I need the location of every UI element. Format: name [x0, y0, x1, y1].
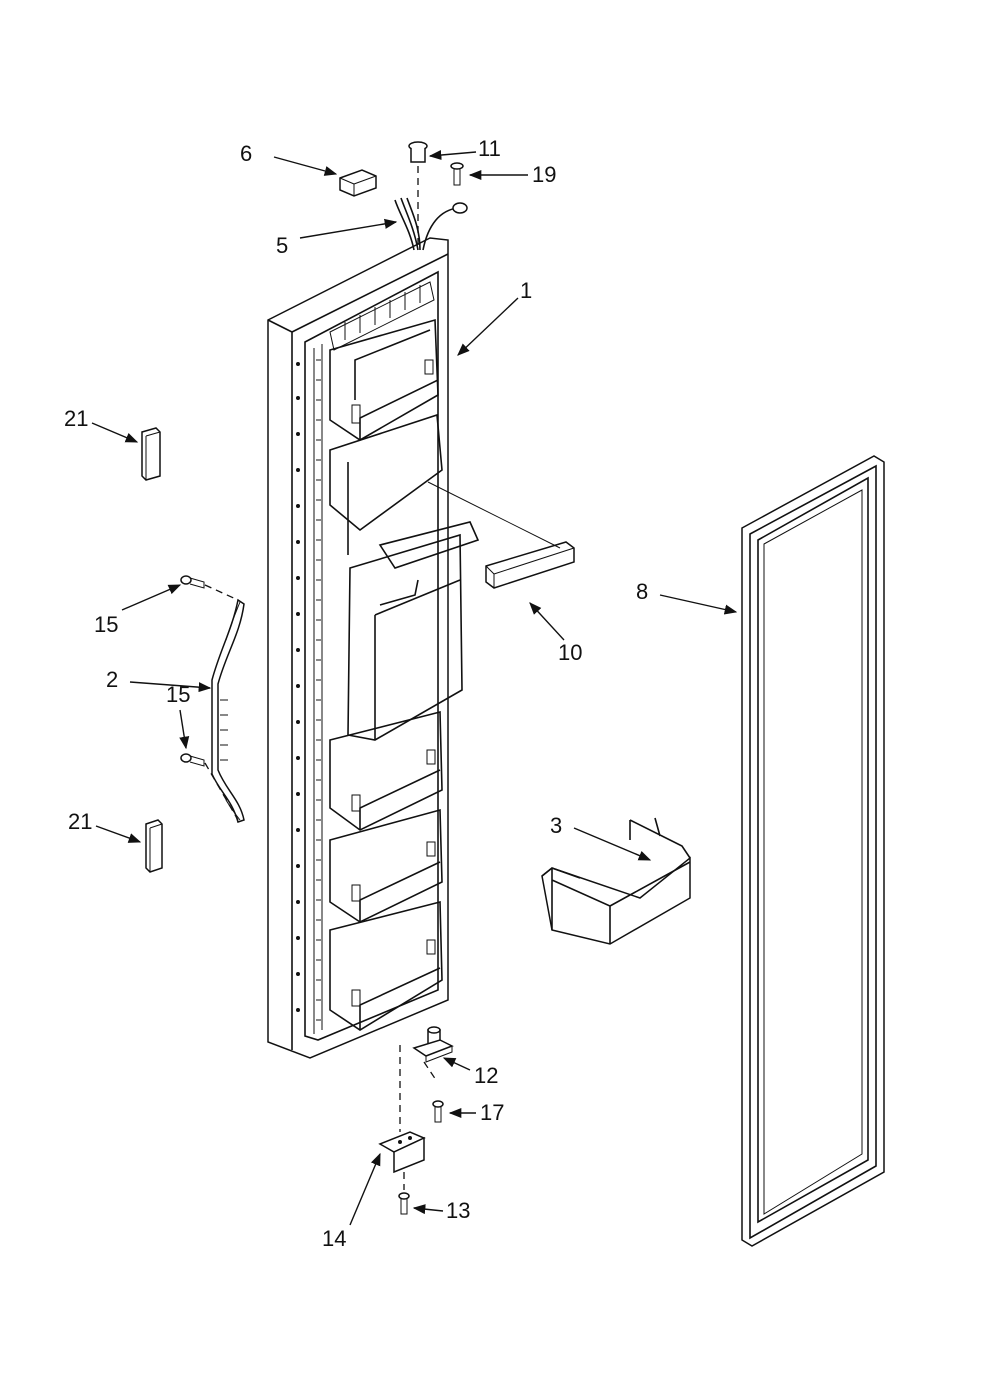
connector-part	[339, 169, 377, 197]
callout-21-top: 21	[64, 406, 89, 431]
callout-12: 12	[474, 1063, 499, 1088]
dispenser-housing	[347, 533, 463, 741]
callout-10: 10	[558, 640, 583, 665]
wire-harness	[394, 197, 468, 251]
hinge-bracket-part	[378, 1131, 426, 1174]
callout-3: 3	[550, 813, 563, 838]
door-assembly	[267, 237, 480, 1059]
rail-dimples	[316, 359, 321, 1021]
callout-2: 2	[106, 667, 119, 692]
callout-21-bottom: 21	[68, 809, 93, 834]
door-shelf	[329, 710, 443, 831]
screw-part	[450, 162, 464, 186]
leader-lines	[91, 149, 738, 1226]
callout-5: 5	[276, 233, 289, 258]
handle-screw	[180, 753, 239, 821]
door-bin-part	[541, 817, 691, 945]
callout-19: 19	[532, 162, 557, 187]
end-cap-part	[141, 427, 161, 481]
callout-6: 6	[240, 141, 253, 166]
hinge-pin-part	[412, 1026, 454, 1063]
door-shelf	[329, 808, 443, 923]
hinge-dash	[423, 1061, 437, 1081]
trim-strip-part	[427, 481, 575, 589]
door-shelf	[329, 318, 439, 441]
callout-15-bottom: 15	[166, 682, 191, 707]
hinge-bolt-part	[398, 1192, 410, 1215]
callout-8: 8	[636, 579, 649, 604]
door-shelf	[329, 900, 443, 1031]
callout-1: 1	[520, 278, 533, 303]
edge-holes	[296, 362, 300, 1012]
callout-17: 17	[480, 1100, 505, 1125]
callout-14: 14	[322, 1226, 347, 1251]
hinge-screw-part	[432, 1100, 444, 1123]
callout-15-top: 15	[94, 612, 119, 637]
handle-part	[211, 598, 245, 823]
door-shelf	[329, 413, 480, 569]
door-gasket-part	[741, 455, 885, 1247]
handle-screw	[180, 575, 239, 601]
callout-11: 11	[478, 136, 501, 161]
callout-13: 13	[446, 1198, 471, 1223]
end-cap-part	[145, 819, 163, 873]
bushing-part	[408, 141, 428, 245]
